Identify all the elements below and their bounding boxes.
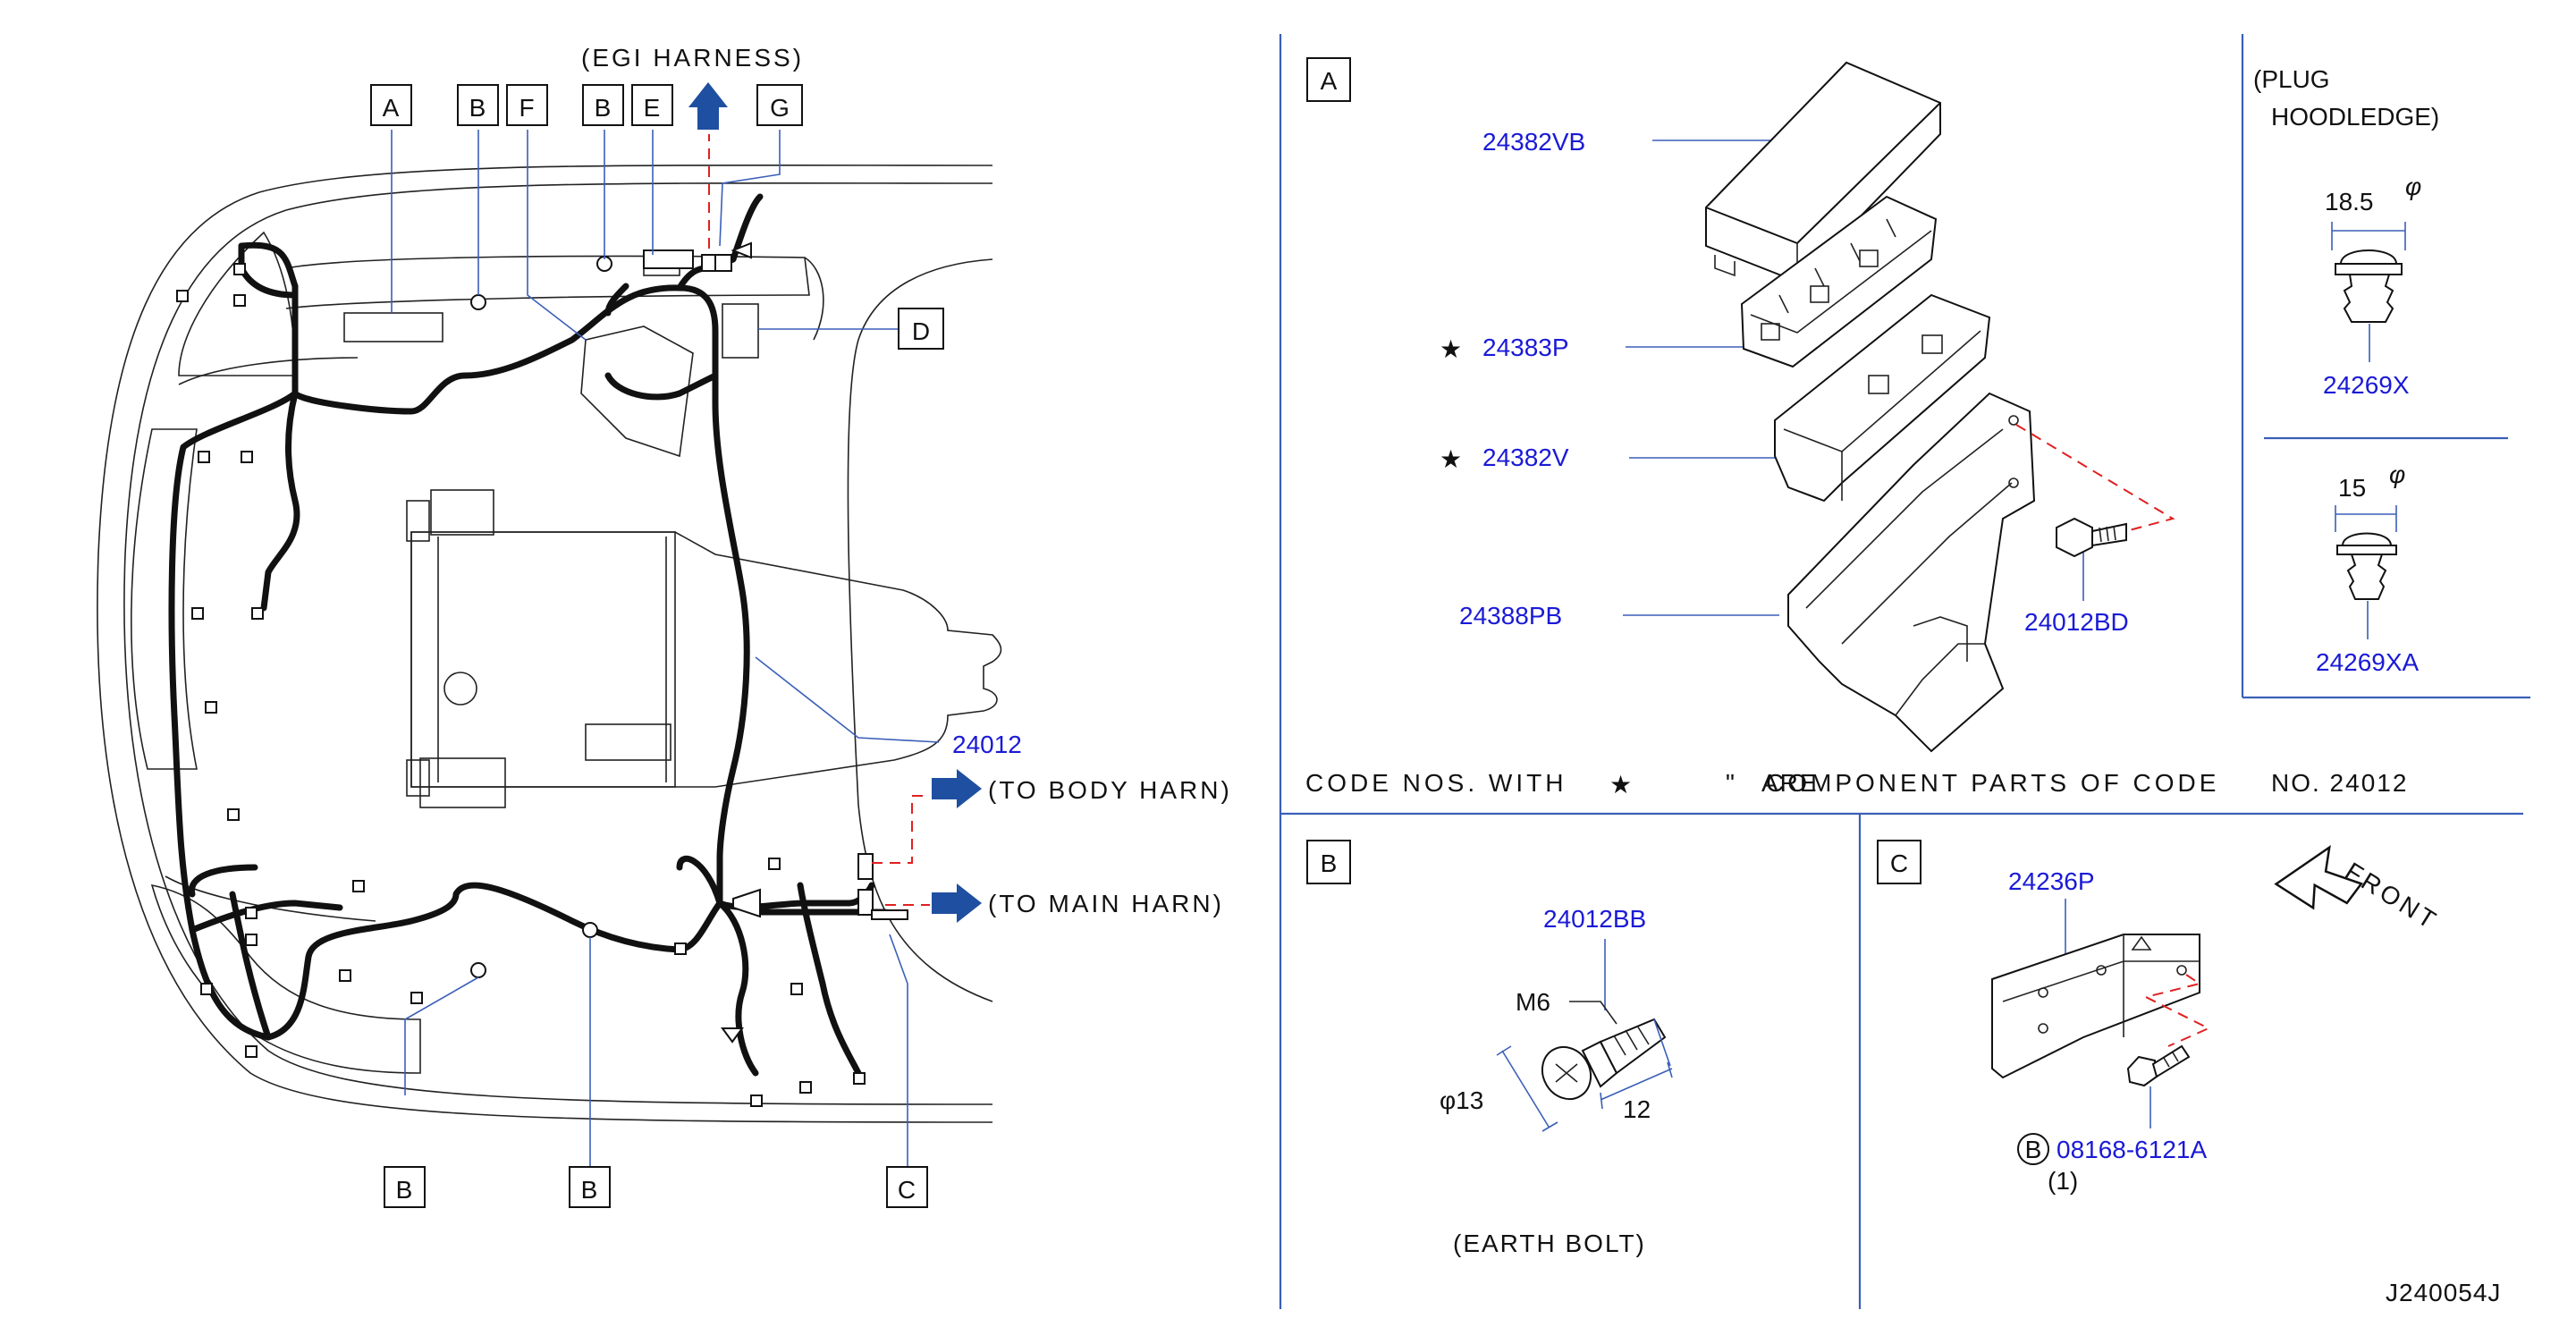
part-24383p: 24383P [1482,334,1569,361]
bolt-circle-marker [2017,1133,2049,1165]
vehicle-outline [97,164,993,1123]
panel-b: B 24012BB M6 φ13 12 (EARTH BOLT) [1306,840,1673,1257]
bolt-c-qty: (1) [2048,1167,2078,1195]
arrow-up-icon [688,82,728,130]
panel-c: C 24236P B 08168-6121A (1) FRONT [1877,840,2444,1195]
engine-block [406,489,1002,808]
star-icon-note: ★ [1609,771,1632,799]
front-arrow-icon [2274,844,2363,910]
label-b-top-2: B [595,94,612,122]
bolt-circle-letter: B [2025,1136,2042,1163]
arrow-right-icon [932,769,982,808]
bolt-c-part: 08168-6121A [2057,1136,2207,1163]
fuse-case-drawing [1774,293,1991,503]
panel-c-tag: C [1890,849,1908,877]
panel-a: A 24382VB ★ 24383P ★ 24382V 24388PB 2401… [1306,57,2439,753]
star-icon: ★ [1440,335,1462,363]
plug1-part: 24269X [2323,371,2410,399]
part-24388pb: 24388PB [1459,602,1562,630]
label-e-top: E [644,94,661,122]
earth-bolt-drawing [1541,1018,1667,1101]
bracket-part: 24236P [2008,867,2095,895]
plug-title-1: (PLUG [2253,65,2330,93]
front-label: FRONT [2341,857,2444,935]
to-main-harn-label: (TO MAIN HARN) [988,890,1224,917]
note-no: NO. 24012 [2271,769,2408,797]
wiring-harness [168,193,889,1077]
plug2-part: 24269XA [2316,648,2420,676]
label-a-top: A [383,94,400,122]
plug-clip-1-drawing [2335,249,2403,323]
note-are: ARE [1761,769,1819,797]
label-f-top: F [519,94,534,122]
plug-title-2: HOODLEDGE) [2271,103,2439,131]
fuse-block-drawing [1740,195,1938,368]
bracket-drawing [1787,392,2036,753]
label-c-bottom: C [898,1176,916,1204]
earth-bolt-part: 24012BB [1543,905,1646,933]
arrow-right-icon-2 [932,883,982,923]
drawing-code: J240054J [2386,1279,2501,1306]
part-24382vb: 24382VB [1482,128,1585,156]
note-component: COMPONENT PARTS OF CODE [1766,769,2219,797]
bolt-24012bd-drawing [2056,517,2127,558]
panel-dividers [1279,34,2530,1309]
part-24382v: 24382V [1482,444,1569,471]
top-label-boxes: A B F B E G (EGI HARNESS) D [370,44,944,350]
to-body-harn-label: (TO BODY HARN) [988,776,1232,804]
panel-b-tag: B [1321,849,1338,877]
label-g-top: G [770,94,790,122]
code-note: CODE NOS. WITH ★ " ARE COMPONENT PARTS O… [1305,769,2408,799]
star-icon-2: ★ [1440,445,1462,473]
egi-harness-label: (EGI HARNESS) [581,44,804,72]
bottom-label-boxes: B B C [384,1166,928,1208]
fuse-box-cover-drawing [1705,61,1941,283]
plug1-dim: 18.5 [2325,188,2374,216]
label-b-bottom-1: B [396,1176,413,1204]
diameter-label: φ13 [1440,1086,1483,1114]
harness-part-number: 24012 [952,731,1022,758]
bolt-c-drawing [2126,1044,2191,1087]
part-24012bd: 24012BD [2024,608,2129,636]
left-leader-lines [391,130,940,1167]
length-label: 12 [1623,1095,1651,1123]
panel-a-tag: A [1321,67,1338,95]
bracket-c-drawing [1991,934,2200,1079]
label-b-bottom-2: B [581,1176,598,1204]
m6-label: M6 [1516,988,1550,1016]
plug1-phi: φ [2405,173,2421,200]
plug2-dim: 15 [2338,474,2366,502]
plug-clip-2-drawing [2336,532,2397,600]
note-quote: " [1726,769,1735,797]
earth-bolt-caption: (EARTH BOLT) [1453,1230,1646,1257]
label-d: D [912,317,930,345]
plug2-phi: φ [2389,461,2405,488]
note-code-nos: CODE NOS. WITH [1305,769,1567,797]
label-b-top-1: B [469,94,486,122]
harness-connectors [176,241,908,1107]
